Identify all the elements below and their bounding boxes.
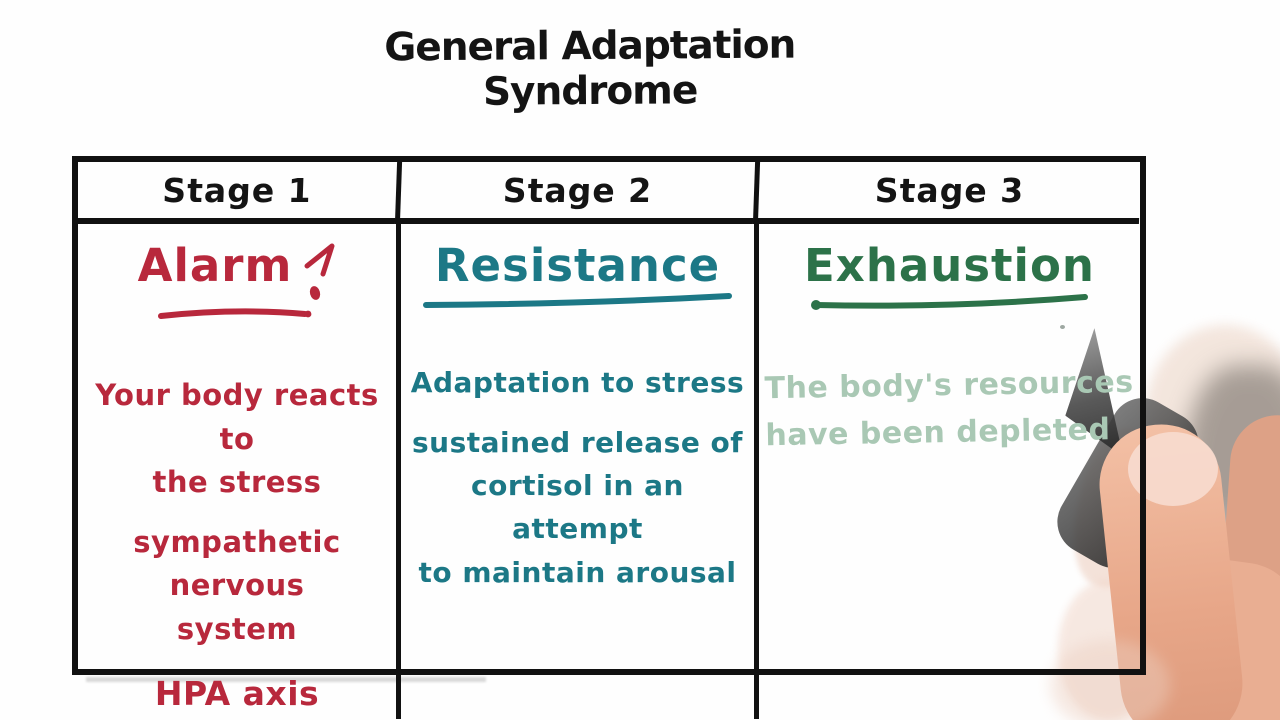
stage2-heading-block: Resistance — [401, 242, 754, 309]
stage2-text-1: Adaptation to stress — [410, 366, 745, 400]
alarm-label: Alarm — [137, 239, 293, 292]
alarm-underline — [158, 308, 312, 319]
stage1-heading-block: Alarm — [78, 242, 396, 322]
stages-table: Stage 1 Stage 2 Stage 3 Alarm Your body … — [72, 156, 1146, 719]
stage1-text-3: HPA axis — [154, 674, 320, 713]
board-smudge — [86, 677, 486, 682]
stage1-header: Stage 1 — [76, 162, 398, 224]
stage1-heading: Alarm — [138, 242, 337, 304]
stage1-text-1: Your body reacts to the stress — [95, 378, 379, 499]
exclamation-mark-icon — [304, 243, 335, 300]
hand-bottom-blur — [1050, 640, 1170, 720]
stage1-text-2: sympathetic nervous system — [133, 524, 341, 646]
ink-speck — [1060, 325, 1065, 329]
stage2-text-2: sustained release of cortisol in an atte… — [412, 425, 743, 589]
stage3-header: Stage 3 — [752, 162, 1142, 224]
stage2-cell: Resistance Adaptation to stress sustaine… — [396, 224, 754, 719]
stage3-heading-block: Exhaustion — [759, 242, 1140, 311]
resistance-underline — [422, 293, 732, 309]
stage3-heading: Exhaustion — [804, 239, 1095, 292]
stage3-cell: Exhaustion The body's resources have bee… — [754, 224, 1140, 719]
stage3-text-1: The body's resources have been depleted — [764, 365, 1134, 453]
exhaustion-underline — [811, 294, 1088, 311]
stage1-cell: Alarm Your body reacts to the stress sym… — [78, 224, 396, 719]
stage2-header: Stage 2 — [394, 162, 756, 224]
stage2-heading: Resistance — [434, 239, 721, 292]
